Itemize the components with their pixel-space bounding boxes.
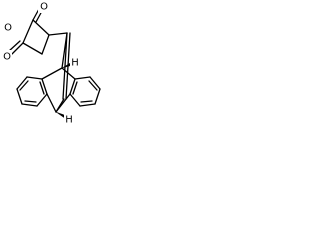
bond-rr-1 [74,76,91,80]
bond-lr-inner-2 [24,100,37,103]
atom-stereo-h-upper: H [70,56,80,69]
right-benzene-ring [69,76,101,107]
bond-lr-5 [36,93,48,107]
carbonyl-oxygen-top-label: O [40,2,48,13]
bond-rr-6 [69,78,76,95]
bond-ring-to-bridge [48,32,68,36]
bond-lower-bridgehead-bridge [55,98,65,113]
knockout-stereo-h-upper [70,56,80,69]
bond-lr-4 [21,103,38,107]
bond-lower-bridgehead-left [46,93,57,113]
bond-c3-c1 [22,42,43,55]
knockout-ring-oxygen [2,21,13,34]
carbonyl-oxygen-bottom-label: O [3,52,11,63]
chemical-structure: O O O H H [1,0,101,126]
bond-rr-4 [79,103,96,107]
stereo-h-lower-label: H [65,115,73,126]
bond-upper-bridgehead-right [61,67,76,80]
knockout-carbonyl-oxygen-top [38,0,49,13]
bond-upper-bridgehead-left [41,67,63,80]
bond-rr-5 [69,93,81,107]
anhydride-ring [8,8,50,55]
bond-rr-inner-3 [72,81,78,95]
bond-lr-3 [16,88,23,105]
atom-stereo-h-lower: H [64,113,74,126]
knockout-stereo-h-lower [64,113,74,126]
bond-lr-inner-1 [19,80,29,91]
bond-carbonyl-bottom-a [11,42,24,55]
ring-oxygen-label: O [4,23,12,34]
bond-bridge-to-upper-bridgehead [61,32,68,69]
knockout-carbonyl-oxygen-bottom [1,50,12,63]
left-benzene-ring [16,76,48,107]
bond-rr-inner-2 [80,100,93,103]
bond-rr-inner-1 [88,80,98,91]
atom-ring-oxygen: O [2,21,13,34]
bond-lr-1 [26,76,43,80]
bridgehead-bonds [41,67,76,113]
bond-lr-2 [16,76,28,90]
stereo-h-upper-label: H [71,58,79,69]
bond-carbonyl-bottom-b [8,40,21,52]
bond-lr-6 [41,78,48,95]
bond-c2-c3 [41,34,50,55]
bond-rr-3 [94,88,101,105]
atom-carbonyl-oxygen-top: O [38,0,49,13]
bond-lr-inner-3 [39,81,45,95]
bond-rr-2 [89,76,101,90]
atom-carbonyl-oxygen-bottom: O [1,50,12,63]
bond-c1-o1 [22,19,34,44]
